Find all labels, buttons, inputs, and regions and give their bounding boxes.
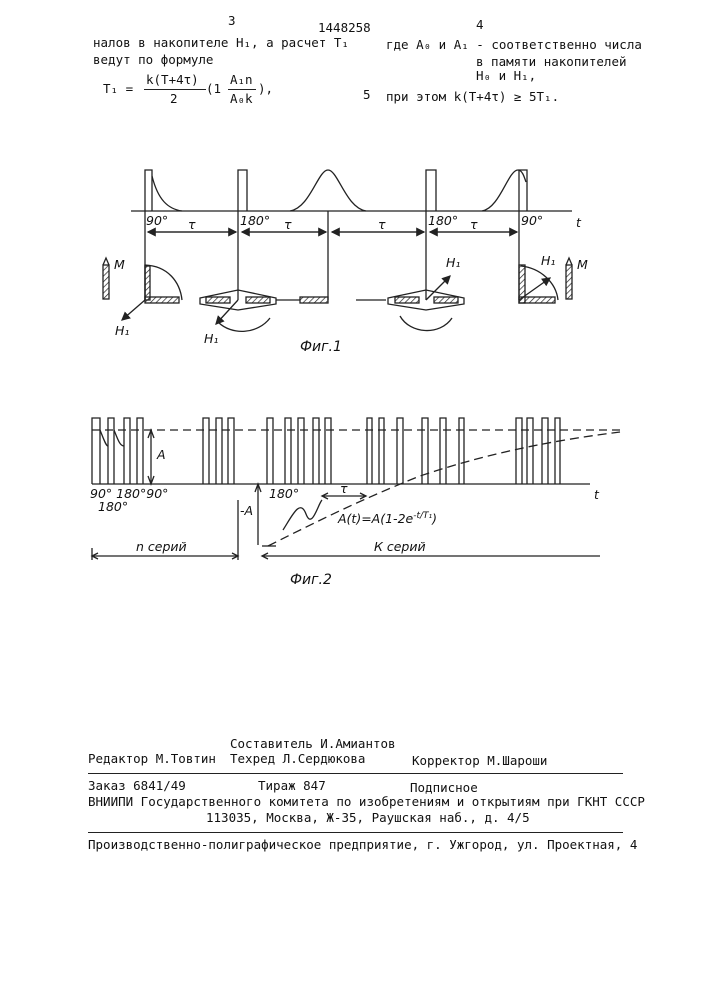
- compiler: Составитель И.Амиантов: [230, 737, 396, 751]
- figure-1-caption: Фиг.1: [300, 340, 342, 354]
- fig2-formula-main: A(t)=A(1-2e: [338, 511, 413, 526]
- figure-2-caption: Фиг.2: [290, 573, 332, 587]
- patent-number: 1448258: [318, 21, 371, 35]
- fig1-echo-b: [482, 170, 526, 211]
- body-text-line: налов в накопителе H₁, а расчет T₁: [93, 36, 349, 50]
- fig1-label-H1: H₁: [541, 254, 555, 268]
- body-text-line: при этом k(T+4τ) ≥ 5T₁.: [386, 90, 559, 104]
- fig2-formula-exponent: -t/T₁: [413, 511, 432, 521]
- fig2-label-A: A: [157, 448, 166, 462]
- fig2-axis-t: t: [594, 488, 599, 502]
- formula-lhs: T₁ =: [103, 82, 133, 96]
- fig1-tau-label: τ: [188, 218, 196, 232]
- fig1-tau-label: τ: [470, 218, 478, 232]
- fig1-tau-label: τ: [284, 218, 292, 232]
- fig1-pulse-90: [145, 170, 152, 211]
- fig1-label-M: M: [114, 258, 125, 272]
- fig1-angle-label: 90°: [146, 214, 168, 228]
- fig1-pulse-180: [238, 170, 247, 211]
- line-number: 5: [363, 88, 371, 102]
- publisher: Производственно-полиграфическое предприя…: [88, 838, 637, 852]
- editor: Редактор М.Товтин: [88, 752, 216, 766]
- body-text-line: H₀ и H₁,: [476, 69, 536, 83]
- fig1-pulse-90b: [519, 170, 527, 211]
- vniipi: ВНИИПИ Государственного комитета по изоб…: [88, 795, 645, 809]
- fig1-angle-label: 90°: [521, 214, 543, 228]
- fraction-bar: [144, 89, 206, 90]
- fig2-label-minus-A: -A: [240, 504, 253, 518]
- fig1-label-M: M: [577, 258, 588, 272]
- divider: [88, 832, 623, 833]
- fig1-echo: [290, 170, 366, 211]
- body-text-line: в памяти накопителей: [476, 55, 627, 69]
- fig2-angle-label: 180°: [98, 500, 128, 514]
- address: 113035, Москва, Ж-35, Раушская наб., д. …: [206, 811, 530, 825]
- fig1-label-H1: H₁: [115, 324, 129, 338]
- fig1-label-H1: H₁: [204, 332, 218, 346]
- fig1-tau-label: τ: [378, 218, 386, 232]
- fig2-tau-label: τ: [340, 482, 348, 496]
- formula-end: ),: [258, 82, 273, 96]
- fig2-n-series: n серий: [136, 540, 187, 554]
- formula-frac2-numerator: A₁n: [230, 73, 253, 87]
- body-text-line: ведут по формуле: [93, 53, 213, 67]
- page-number-right: 4: [476, 18, 484, 32]
- fig2-angle-label: 180°: [269, 487, 299, 501]
- order: Заказ 6841/49: [88, 779, 186, 793]
- divider: [88, 773, 623, 774]
- corrector: Корректор М.Шароши: [412, 754, 547, 768]
- fig2-formula-close: ): [432, 511, 437, 526]
- subscription: Подписное: [410, 781, 478, 795]
- fig1-echo-decay: [152, 176, 182, 211]
- page-number-left: 3: [228, 14, 236, 28]
- fig1-axis-t: t: [576, 216, 581, 230]
- formula-frac2-denominator: A₀k: [230, 92, 253, 106]
- formula-denominator: 2: [170, 92, 178, 106]
- body-text-line: где A₀ и A₁ - соответственно числа: [386, 38, 642, 52]
- fig1-angle-label: 180°: [428, 214, 458, 228]
- fig1-label-H1: H₁: [446, 256, 460, 270]
- fraction-bar: [228, 89, 256, 90]
- fig2-k-series: К серий: [374, 540, 426, 554]
- fig2-formula: A(t)=A(1-2e-t/T₁): [338, 509, 437, 526]
- fig1-angle-label: 180°: [240, 214, 270, 228]
- fig1-pulse-180b: [426, 170, 436, 211]
- formula-numerator: k(T+4τ): [146, 73, 199, 87]
- techred: Техред Л.Сердюкова: [230, 752, 365, 766]
- circulation: Тираж 847: [258, 779, 326, 793]
